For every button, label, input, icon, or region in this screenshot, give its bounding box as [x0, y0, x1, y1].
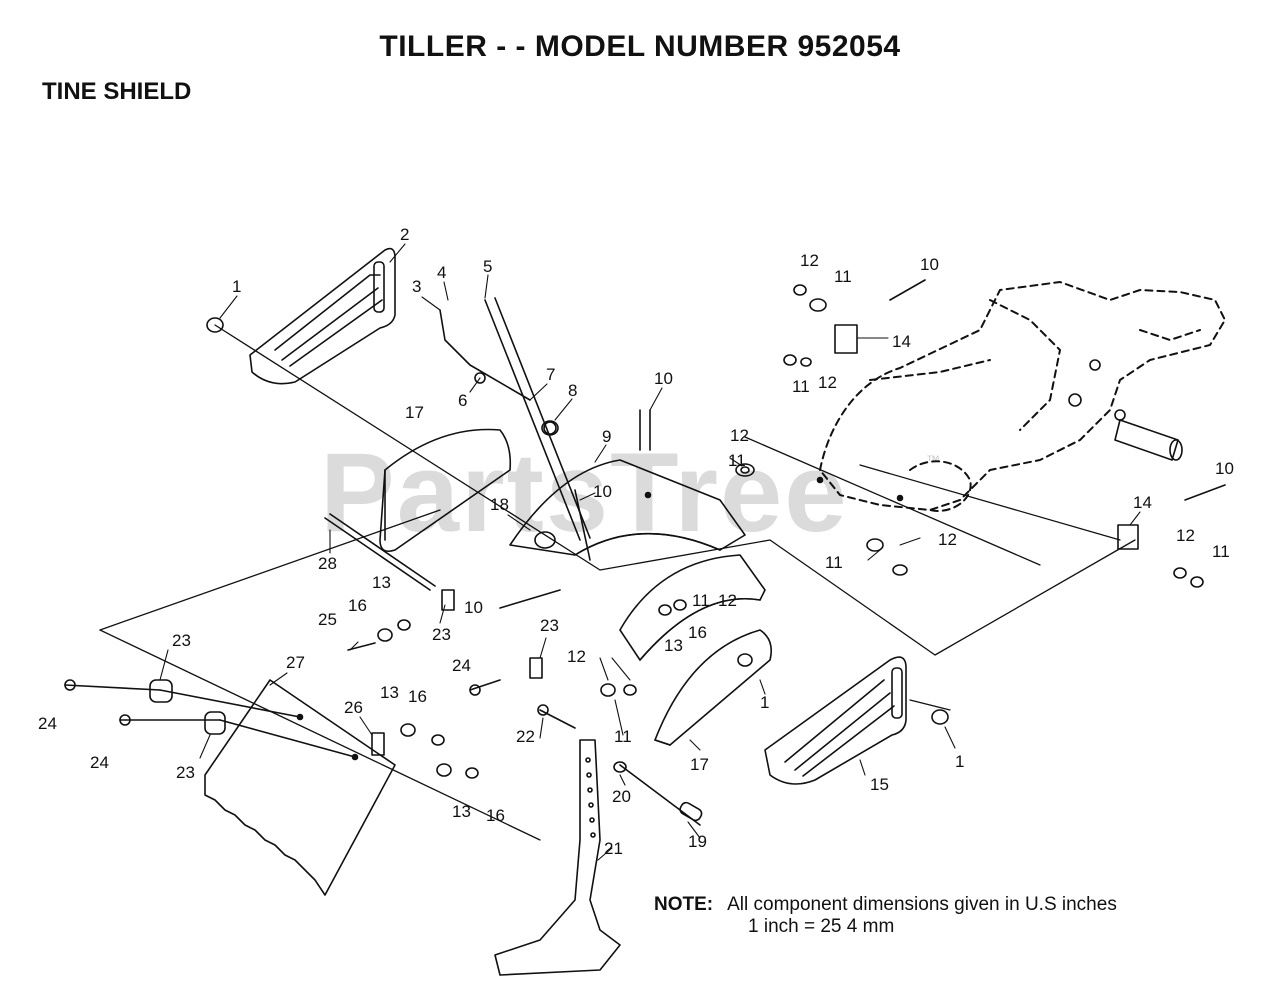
note-line-1: All component dimensions given in U.S in…: [727, 894, 1117, 915]
callout-9: 9: [602, 427, 611, 446]
callout-2: 2: [400, 225, 409, 244]
callout-23-mid: 23: [432, 625, 451, 644]
callout-13-mid: 13: [380, 683, 399, 702]
diagram-title: TILLER - - MODEL NUMBER 952054: [379, 30, 901, 63]
callout-27: 27: [286, 653, 305, 672]
callout-19: 19: [688, 832, 707, 851]
callout-28: 28: [318, 554, 337, 573]
right-arc-shield: [619, 554, 766, 661]
tiller-frame-outline: [819, 281, 1226, 512]
callout-12-frame-mid: 12: [818, 373, 837, 392]
hardware-bolts: [64, 279, 1226, 826]
callout-24-mid: 24: [452, 656, 471, 675]
watermark-trademark: ™: [926, 452, 940, 468]
callout-labels: 1 2 3 4 5 6 7 8 9 10 10 10 10 10 11 11 1…: [38, 225, 1234, 858]
callout-10-right: 10: [1215, 459, 1234, 478]
right-shield-half: [654, 629, 773, 746]
depth-rods: [439, 297, 591, 541]
callout-17-right: 17: [690, 755, 709, 774]
note-line-2: 1 inch = 25 4 mm: [748, 916, 895, 937]
callout-20: 20: [612, 787, 631, 806]
note-label: NOTE:: [654, 894, 714, 915]
drag-bar: [494, 739, 621, 976]
callout-11-right: 11: [1212, 542, 1230, 561]
axis-lines: [99, 324, 1136, 841]
callout-23-left: 23: [172, 631, 191, 650]
callout-13-arc: 13: [664, 636, 683, 655]
callout-10-hood: 10: [593, 482, 612, 501]
leader-lines: [159, 243, 1141, 861]
callout-16-arc: 16: [688, 623, 707, 642]
callout-1-right-shield: 1: [760, 693, 769, 712]
callout-8: 8: [568, 381, 577, 400]
callout-3: 3: [412, 277, 421, 296]
tine-shaft: [324, 513, 436, 591]
frame-axle: [1068, 359, 1183, 461]
section-title: TINE SHIELD: [42, 78, 192, 105]
callout-10-frame: 10: [920, 255, 939, 274]
watermark: PartsTree: [320, 430, 849, 555]
callout-13-top: 13: [372, 573, 391, 592]
callout-5: 5: [483, 257, 492, 276]
callout-23-right: 23: [540, 616, 559, 635]
callout-26: 26: [344, 698, 363, 717]
callout-24-left-top: 24: [38, 714, 57, 733]
callout-12-bottom: 12: [567, 647, 586, 666]
callout-12-frame-top: 12: [800, 251, 819, 270]
callout-25: 25: [318, 610, 337, 629]
callout-12-right: 12: [1176, 526, 1195, 545]
callout-18: 18: [490, 495, 509, 514]
callout-12-hood: 12: [730, 426, 749, 445]
callout-14-frame: 14: [892, 332, 911, 351]
callout-11-frame-top: 11: [834, 267, 852, 286]
callout-11-bottom: 11: [614, 727, 632, 746]
callout-6: 6: [458, 391, 467, 410]
callout-11-hood: 11: [728, 451, 746, 470]
callout-10-mid: 10: [464, 598, 483, 617]
callout-15: 15: [870, 775, 889, 794]
callout-13-bottom: 13: [452, 802, 471, 821]
dimension-note: NOTE: All component dimensions given in U…: [654, 894, 1117, 937]
callout-24-left-bottom: 24: [90, 753, 109, 772]
callout-11-frame-mid: 11: [792, 377, 810, 396]
callout-10-top: 10: [654, 369, 673, 388]
callout-7: 7: [546, 365, 555, 384]
right-side-plate: [764, 656, 907, 785]
callout-11-lower: 11: [825, 553, 843, 572]
callout-16-bottom: 16: [486, 806, 505, 825]
left-shield-half: [379, 428, 512, 553]
callout-21: 21: [604, 839, 623, 858]
callout-16-top: 16: [348, 596, 367, 615]
callout-4: 4: [437, 263, 446, 282]
main-hood: [509, 459, 746, 556]
callout-1-right-plate: 1: [955, 752, 964, 771]
callout-12-lower: 12: [938, 530, 957, 549]
serrated-flap: [204, 679, 396, 896]
callout-22: 22: [516, 727, 535, 746]
callout-11-arc: 11: [692, 591, 710, 610]
callout-23-bottom: 23: [176, 763, 195, 782]
callout-16-mid: 16: [408, 687, 427, 706]
callout-1: 1: [232, 277, 241, 296]
callout-17-left: 17: [405, 403, 424, 422]
callout-14-right: 14: [1133, 493, 1152, 512]
callout-12-arc: 12: [718, 591, 737, 610]
left-side-plate: [249, 247, 396, 385]
